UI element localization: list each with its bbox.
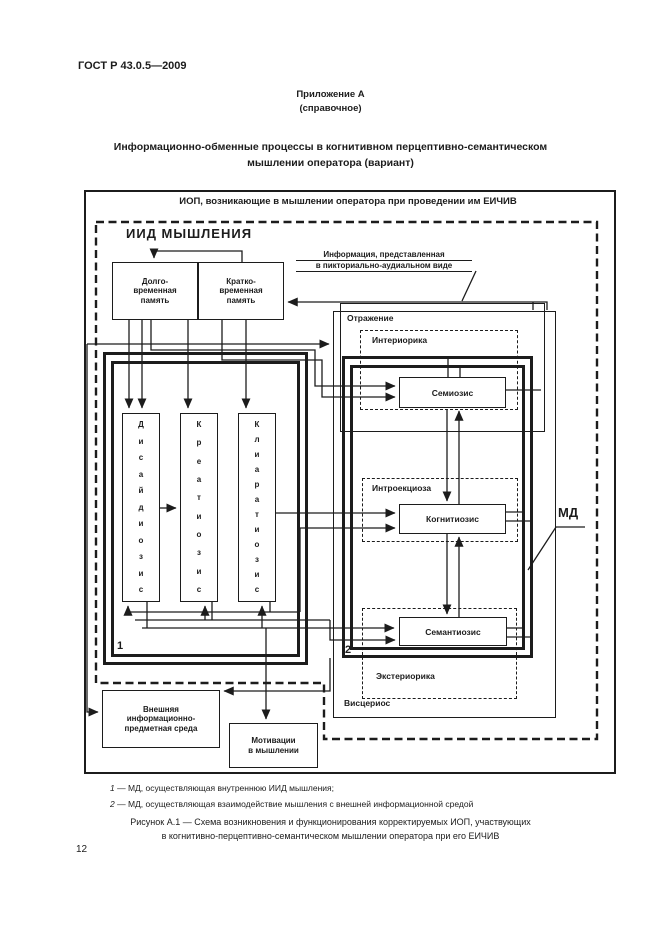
marker-1: 1 <box>117 640 124 652</box>
annex-title: Приложение А <box>296 89 365 100</box>
page-title-line1: Информационно-обменные процессы в когнит… <box>113 141 548 153</box>
diagram-title: ИОП, возникающие в мышлении оператора пр… <box>179 196 517 207</box>
pictorial-audial-callout: Информация, представленная в пикториальн… <box>296 250 472 272</box>
exterior-region-box <box>362 608 517 699</box>
page-title-line2: мышлении оператора (вариант) <box>247 157 414 169</box>
figure-caption-line2: в когнитивно-перцептивно-семантическом м… <box>161 831 500 841</box>
iid-dashed-boundary <box>94 220 599 741</box>
visceral-box <box>333 311 556 718</box>
doc-number: ГОСТ Р 43.0.5—2009 <box>78 60 187 72</box>
long-term-memory-box: Долго- временная память <box>112 262 198 320</box>
marker-2: 2 <box>345 644 352 656</box>
semiosis-box: Семиозис <box>399 377 506 408</box>
footnote-2-number: 2 <box>110 799 115 809</box>
semantiosis-box: Семантиозис <box>399 617 507 646</box>
diagram-outer-frame <box>84 190 616 774</box>
motivation-box: Мотивации в мышлении <box>229 723 318 768</box>
figure-caption-line1: Рисунок А.1 — Схема возникновения и функ… <box>130 817 531 827</box>
callout-line2: в пикториально-аудиальном виде <box>296 261 472 272</box>
footnote-1-text: — МД, осуществляющая внутреннюю ИИД мышл… <box>117 783 334 793</box>
cognitiosis-box: Когнитиозис <box>399 504 506 534</box>
footnote-1: 1 — МД, осуществляющая внутреннюю ИИД мы… <box>110 783 334 793</box>
reflection-outer-box <box>340 303 545 432</box>
md1-inner-box <box>111 361 300 657</box>
md1-outer-box <box>103 352 308 665</box>
region-label-introection: Интроекциоза <box>372 483 432 493</box>
region-label-exterior: Экстериорика <box>376 671 435 681</box>
footnote-2-text: — МД, осуществляющая взаимодействие мышл… <box>117 799 474 809</box>
region-label-visceral: Висцериос <box>344 698 391 708</box>
md2-inner-box <box>350 365 525 650</box>
external-environment-box: Внешняя информационно- предметная среда <box>102 690 220 748</box>
callout-line1: Информация, представленная <box>296 250 472 261</box>
short-term-memory-box: Кратко- временная память <box>198 262 284 320</box>
annex-subtitle: (справочное) <box>299 103 362 114</box>
region-label-reflection: Отражение <box>347 313 394 323</box>
footnote-2: 2 — МД, осуществляющая взаимодействие мы… <box>110 799 473 809</box>
region-label-interior: Интериорика <box>372 335 428 345</box>
introection-region-box <box>362 478 518 542</box>
interior-region-box <box>360 330 518 410</box>
page-number: 12 <box>76 844 88 855</box>
md-label: МД <box>558 505 579 520</box>
footnote-1-number: 1 <box>110 783 115 793</box>
iid-label: ИИД МЫШЛЕНИЯ <box>126 226 253 241</box>
md2-outer-box <box>342 356 533 658</box>
